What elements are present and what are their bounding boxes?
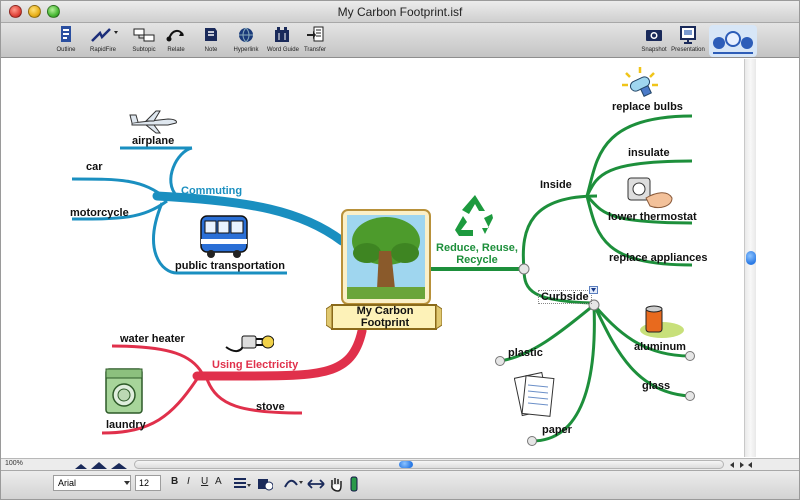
title-bar: My Carbon Footprint.isf bbox=[1, 1, 799, 23]
airplane-icon bbox=[129, 110, 177, 134]
subtopic-icon bbox=[133, 28, 155, 42]
topic-insulate[interactable]: insulate bbox=[628, 147, 670, 159]
underline-button[interactable]: U bbox=[201, 476, 209, 487]
vertical-scroll-thumb[interactable] bbox=[746, 251, 756, 265]
diagram-canvas[interactable]: My Carbon Footprint Commuting airplane c… bbox=[2, 59, 743, 457]
topic-using-electricity[interactable]: Using Electricity bbox=[212, 359, 299, 371]
snapshot-icon bbox=[646, 30, 662, 41]
bus-icon bbox=[200, 215, 248, 258]
topic-curbside[interactable]: Curbside bbox=[538, 290, 592, 304]
note-button[interactable]: Note bbox=[201, 25, 221, 57]
central-topic-banner bbox=[326, 304, 442, 330]
horizontal-scrollbar[interactable] bbox=[134, 460, 724, 469]
central-topic[interactable]: My Carbon Footprint bbox=[356, 305, 414, 329]
zoom-window-button[interactable] bbox=[47, 5, 60, 18]
topic-paper[interactable]: paper bbox=[542, 424, 572, 436]
horizontal-scroll-thumb[interactable] bbox=[399, 461, 413, 468]
light-bulb-icon bbox=[622, 67, 658, 97]
window-title: My Carbon Footprint.isf bbox=[337, 5, 463, 19]
transfer-button[interactable]: Transfer bbox=[303, 25, 327, 57]
hyperlink-button[interactable]: Hyperlink bbox=[233, 25, 259, 57]
topic-motorcycle[interactable]: motorcycle bbox=[70, 207, 129, 219]
rapidfire-button[interactable]: RapidFire bbox=[85, 25, 121, 57]
plug-icon bbox=[225, 335, 274, 353]
topic-glass[interactable]: glass bbox=[642, 380, 671, 392]
topic-laundry[interactable]: laundry bbox=[106, 419, 146, 431]
rapidfire-icon bbox=[91, 28, 118, 42]
bold-button[interactable]: B bbox=[171, 476, 179, 487]
washing-machine-icon bbox=[105, 368, 143, 414]
topic-replace-bulbs[interactable]: replace bulbs bbox=[612, 101, 683, 113]
outline-button[interactable]: Outline bbox=[53, 25, 79, 57]
font-family-select[interactable]: Arial bbox=[53, 475, 131, 491]
format-bar: Arial 12 B I U A bbox=[1, 470, 799, 499]
recycle-icon bbox=[455, 195, 493, 236]
symbol-library-icon[interactable] bbox=[257, 477, 273, 491]
text-color-button[interactable]: A bbox=[215, 476, 222, 487]
snapshot-button[interactable]: Snapshot bbox=[641, 25, 667, 57]
italic-button[interactable]: I bbox=[187, 476, 190, 487]
app-logo-icon bbox=[709, 25, 757, 57]
word-guide-icon bbox=[275, 27, 289, 42]
topic-reduce-reuse-recycle[interactable]: Reduce, Reuse, Recycle bbox=[436, 242, 518, 266]
pen-tool-icon[interactable] bbox=[347, 476, 361, 492]
thermostat-icon bbox=[627, 177, 673, 209]
presentation-button[interactable]: Presentation bbox=[671, 25, 705, 57]
hand-tool-icon[interactable] bbox=[329, 476, 343, 492]
main-toolbar: Outline RapidFire Subtopic Relate Note H… bbox=[1, 23, 799, 58]
relate-button[interactable]: Relate bbox=[165, 25, 187, 57]
zoom-mountains-icon[interactable] bbox=[73, 461, 129, 469]
topic-plastic[interactable]: plastic bbox=[508, 347, 543, 359]
font-size-select[interactable]: 12 bbox=[135, 475, 161, 491]
scroll-arrows-icon[interactable] bbox=[728, 461, 754, 469]
curbside-menu-arrow[interactable] bbox=[589, 286, 598, 294]
word-guide-button[interactable]: Word Guide bbox=[267, 25, 299, 57]
topic-replace-appliances[interactable]: replace appliances bbox=[609, 252, 708, 264]
topic-inside[interactable]: Inside bbox=[540, 179, 572, 191]
topic-aluminum[interactable]: aluminum bbox=[634, 341, 686, 353]
topic-airplane[interactable]: airplane bbox=[132, 135, 175, 147]
mind-map-links bbox=[71, 114, 695, 446]
topic-commuting[interactable]: Commuting bbox=[181, 185, 243, 197]
subtopic-button[interactable]: Subtopic bbox=[129, 25, 159, 57]
chevron-down-icon bbox=[591, 288, 596, 292]
topic-water-heater[interactable]: water heater bbox=[120, 333, 185, 345]
outline-icon bbox=[61, 26, 71, 42]
topic-stove[interactable]: stove bbox=[256, 401, 285, 413]
link-style-icon[interactable] bbox=[283, 477, 303, 491]
vertical-scrollbar[interactable] bbox=[744, 59, 756, 457]
zoom-scroll-bar: 100% bbox=[1, 458, 799, 470]
topic-car[interactable]: car bbox=[86, 161, 103, 173]
arrange-icon[interactable] bbox=[307, 477, 325, 491]
hyperlink-icon bbox=[239, 27, 253, 43]
relate-icon bbox=[166, 29, 184, 42]
font-family-chevron-icon bbox=[124, 481, 130, 485]
alignment-icon[interactable] bbox=[233, 477, 251, 491]
paper-icon bbox=[514, 371, 555, 417]
zoom-level: 100% bbox=[5, 460, 23, 467]
aluminum-can-icon bbox=[640, 305, 684, 338]
minimize-window-button[interactable] bbox=[28, 5, 41, 18]
close-window-button[interactable] bbox=[9, 5, 22, 18]
note-icon bbox=[205, 28, 217, 41]
topic-public-transportation[interactable]: public transportation bbox=[175, 260, 285, 272]
transfer-icon bbox=[307, 26, 324, 42]
topic-lower-thermostat[interactable]: lower thermostat bbox=[608, 211, 697, 223]
presentation-icon bbox=[680, 26, 696, 44]
tree-image[interactable] bbox=[341, 209, 431, 305]
